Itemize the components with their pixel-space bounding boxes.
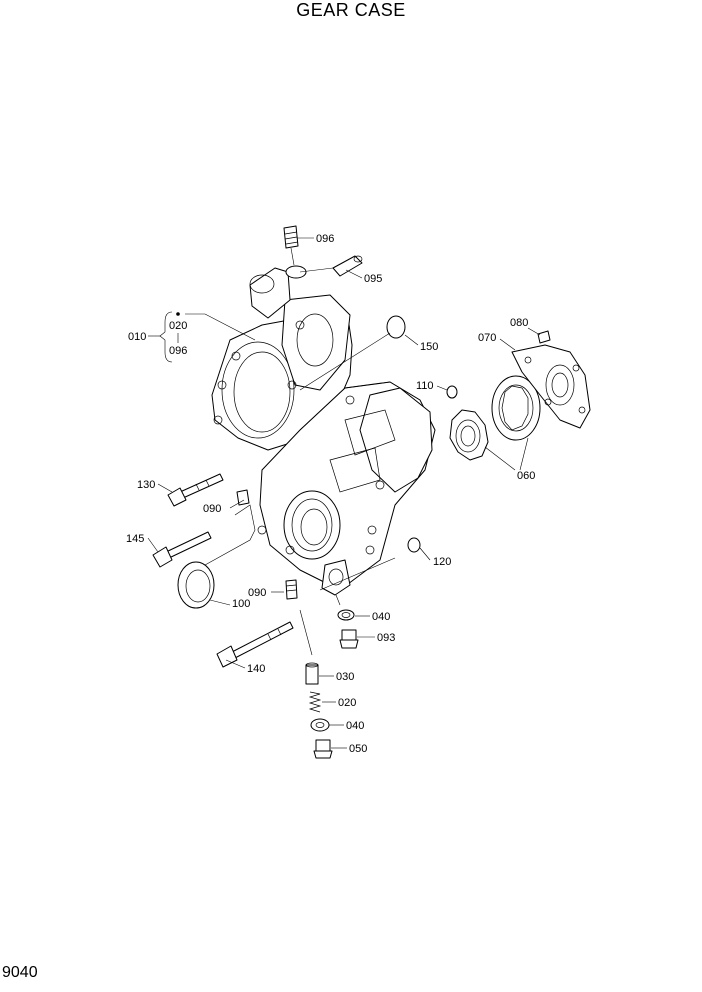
callout-040-lower: 040 [346, 720, 364, 732]
callout-110: 110 [416, 380, 434, 392]
cover-070 [511, 344, 591, 429]
callout-020: 020 [338, 697, 356, 709]
plug-090-upper [236, 489, 250, 506]
callout-150: 150 [420, 341, 438, 353]
callout-093: 093 [377, 632, 395, 644]
gear-case-body [257, 381, 436, 596]
callout-100: 100 [232, 598, 250, 610]
o-ring-110 [446, 385, 458, 399]
callout-095: 095 [364, 273, 382, 285]
set-marker-dot [176, 312, 180, 316]
callout-060: 060 [517, 470, 535, 482]
o-ring-150 [386, 315, 406, 339]
callout-010: 010 [128, 331, 146, 343]
callout-096-set: 096 [169, 345, 187, 357]
bolt-130 [167, 473, 224, 507]
plug-090-lower [285, 579, 298, 600]
spring-020 [308, 691, 322, 713]
callout-140: 140 [247, 663, 265, 675]
plug-050 [313, 739, 333, 759]
callout-090-lower: 090 [248, 587, 266, 599]
inner-rotor-060 [449, 409, 489, 461]
callout-080: 080 [510, 317, 528, 329]
callout-040-upper: 040 [372, 611, 390, 623]
callout-050: 050 [349, 743, 367, 755]
page-title: GEAR CASE [296, 0, 406, 20]
valve-030 [305, 662, 319, 685]
callout-096-top: 096 [316, 233, 334, 245]
page-number: 9040 [2, 964, 38, 981]
plug-096 [283, 225, 299, 249]
gasket-040-lower [310, 718, 330, 732]
bolt-145 [152, 531, 212, 568]
oil-seal-100 [177, 561, 215, 609]
callout-020-set: 020 [169, 320, 187, 332]
callout-130: 130 [137, 479, 155, 491]
leader-lines [147, 237, 541, 749]
plug-095 [332, 255, 363, 277]
screw-080 [537, 330, 551, 344]
callout-labels: 096 095 010 020 096 150 080 070 110 060 … [126, 233, 535, 755]
outer-rotor-060 [491, 375, 541, 441]
o-ring-120 [407, 537, 421, 553]
plug-093 [339, 629, 359, 649]
boss [285, 265, 307, 279]
callout-145: 145 [126, 533, 144, 545]
callout-030: 030 [336, 671, 354, 683]
bolt-140 [216, 621, 294, 668]
callout-070: 070 [478, 332, 496, 344]
callout-120: 120 [433, 556, 451, 568]
gasket-040-upper [337, 609, 355, 621]
callout-090-upper: 090 [203, 503, 221, 515]
